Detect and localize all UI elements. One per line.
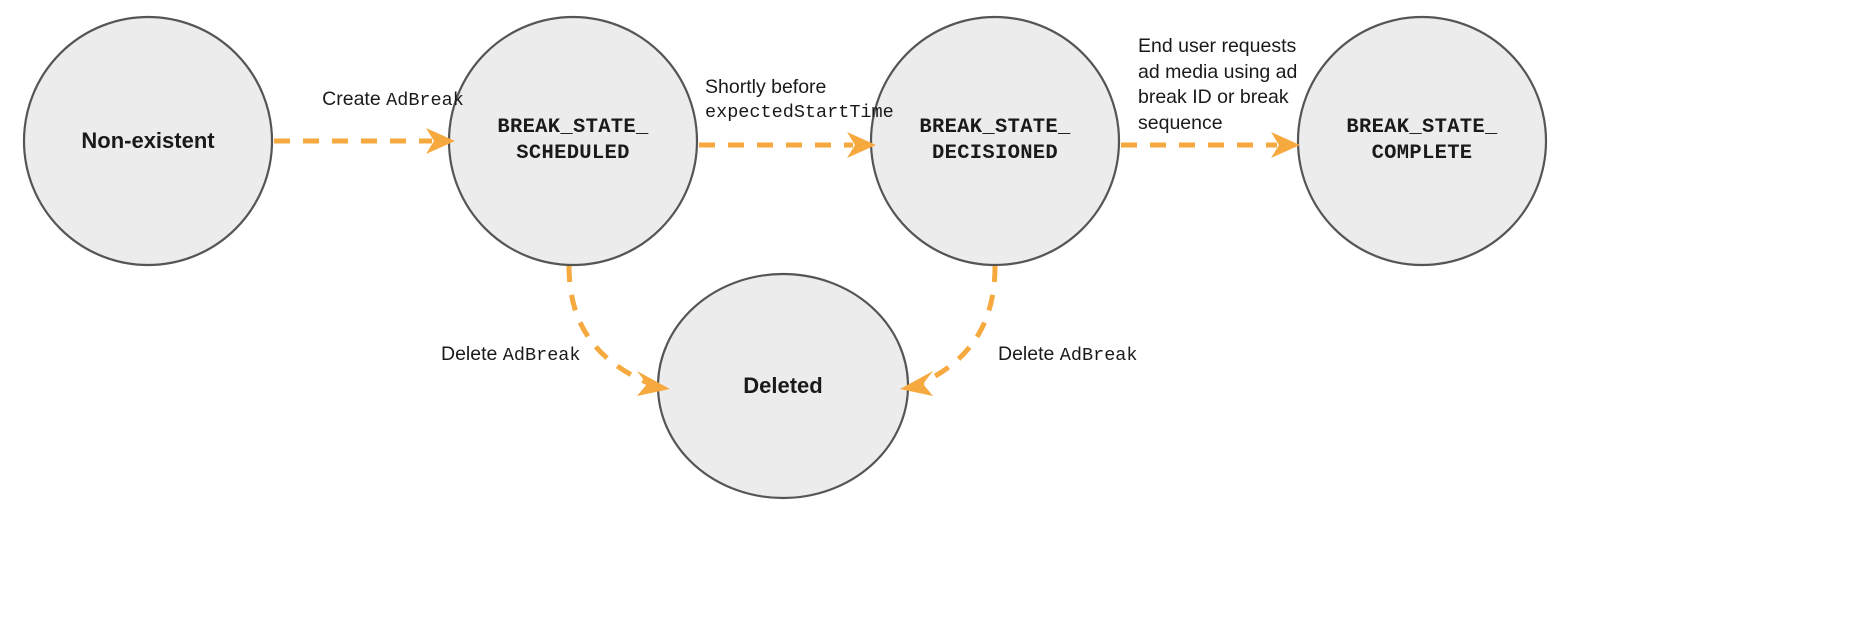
node-break-state-complete[interactable] [1296,15,1548,267]
edge-label-end-user-requests-line2: ad media using ad [1138,60,1298,83]
edge-label-delete-adbreak-from-scheduled: Delete AdBreak [441,342,661,368]
edge-label-shortly-before-line1: Shortly before [705,76,827,98]
edge-label-delete-adbreak-from-decisioned: Delete AdBreak [998,342,1218,368]
edge-label-delete-from-decisioned-code: AdBreak [1059,345,1138,366]
edge-label-delete-from-scheduled-code: AdBreak [502,345,581,366]
edge-label-end-user-requests-line1: End user requests [1138,35,1297,57]
edge-label-create-adbreak: Create AdBreak [288,87,498,113]
edge-label-end-user-requests-line3: break ID or break [1138,86,1289,109]
node-deleted[interactable] [656,272,910,500]
edge-shortly-before-expected-start-time[interactable] [699,132,876,158]
edge-create-adbreak-arrowhead [426,128,455,154]
edge-delete-adbreak-from-decisioned[interactable] [900,265,998,396]
edge-label-expected-start-time-line2: expectedStartTime [705,101,894,123]
edge-label-delete-from-decisioned-prefix: Delete [998,343,1060,365]
edge-delete-from-scheduled-line [566,265,649,386]
edge-shortly-before-arrowhead [847,132,876,158]
edge-label-create-adbreak-code: AdBreak [386,90,464,111]
edge-label-delete-from-scheduled-prefix: Delete [441,343,503,365]
node-break-state-scheduled[interactable] [447,15,699,267]
edge-end-user-requests-arrowhead [1271,132,1300,158]
edge-delete-from-decisioned-arrowhead [900,371,933,396]
edge-label-create-adbreak-prefix: Create [322,88,387,110]
edge-delete-from-scheduled-arrowhead [637,371,670,396]
edge-delete-from-decisioned-line [920,265,998,386]
edge-label-shortly-before-expected-start-time: Shortly before expectedStartTime [705,75,965,125]
edge-label-end-user-requests-line4: sequence [1138,112,1223,135]
edge-create-adbreak[interactable] [274,128,455,154]
edge-end-user-requests-ad-media[interactable] [1121,132,1300,158]
node-non-existent[interactable] [22,15,274,267]
node-break-state-decisioned[interactable] [869,15,1121,267]
edge-delete-adbreak-from-scheduled[interactable] [566,265,670,396]
edge-label-end-user-requests-ad-media: End user requests ad media using ad brea… [1138,34,1378,137]
